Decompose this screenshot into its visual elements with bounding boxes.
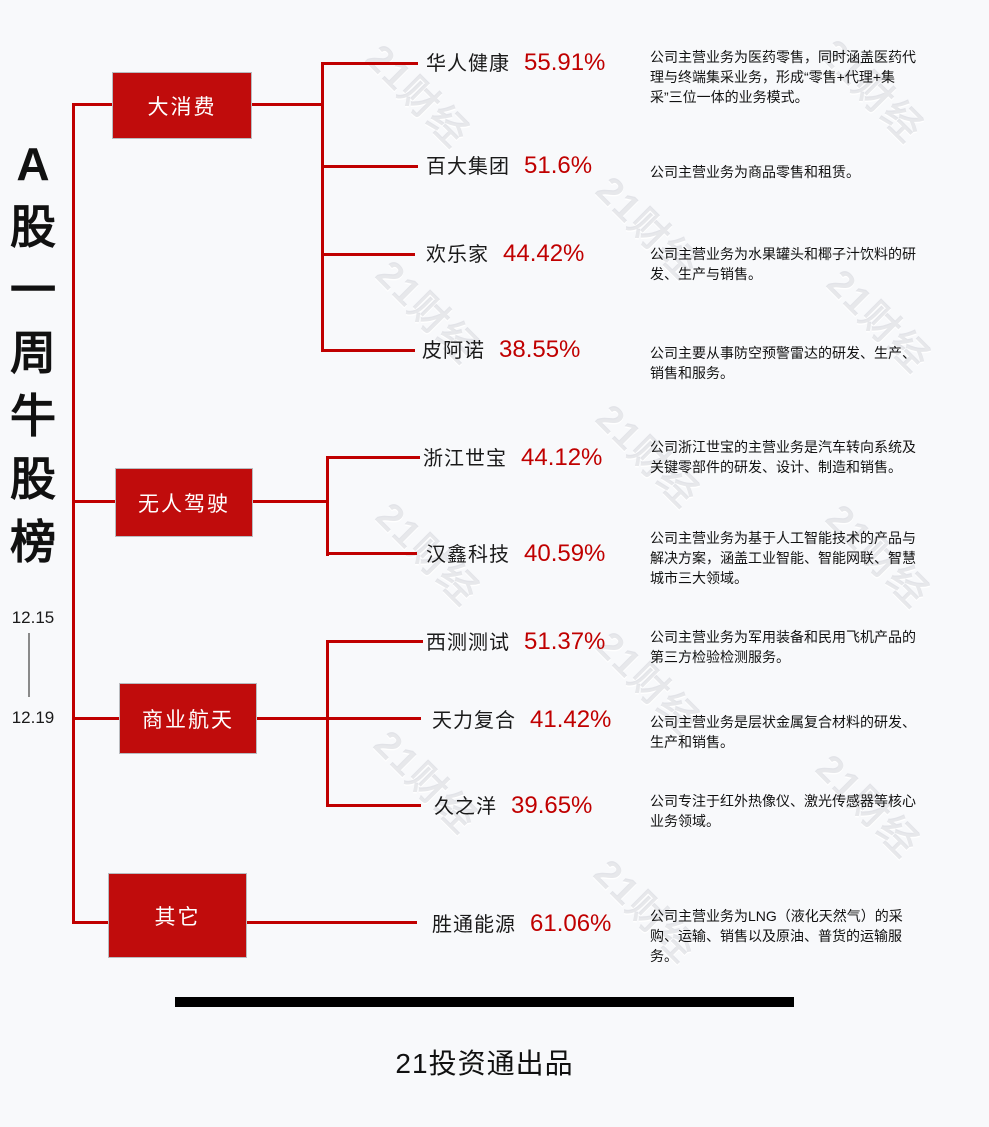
divider-bar [175,997,794,1007]
connector-line [326,456,420,459]
footer-credit: 21投资通出品 [395,1048,574,1079]
stock-name: 百大集团 [426,156,510,178]
stock-name: 汉鑫科技 [426,544,510,566]
title-char: 股 [10,201,56,253]
connector-line [326,640,423,643]
date-range-start: 12.15 [11,608,55,627]
stock-change: 55.91% [524,49,606,76]
connector-line [321,62,418,65]
stock-description: 公司主营业务为水果罐头和椰子汁饮料的研发、生产与销售。 [650,246,916,282]
stock-row: 胜通能源 61.06% [432,908,611,941]
category-label: 大消费 [147,95,217,119]
connector-branch [326,456,329,556]
title-char: 榜 [10,516,56,568]
stock-description: 公司主营业务为LNG（液化天然气）的采购、运输、销售以及原油、普货的运输服务。 [650,908,903,964]
category-box-commercial-aerospace: 商业航天 [119,683,257,754]
stock-row: 百大集团 51.6% [426,150,592,183]
stock-change: 44.12% [521,444,603,471]
stock-description: 公司主要从事防空预警雷达的研发、生产、销售和服务。 [650,345,916,381]
stock-name: 天力复合 [432,710,516,732]
stock-description: 公司主营业务为军用装备和民用飞机产品的第三方检验检测服务。 [650,629,916,665]
category-label: 其它 [154,905,201,929]
date-range-line [28,633,30,697]
connector-line [326,804,421,807]
connector-line [321,349,415,352]
connector-line [326,717,421,720]
stock-name: 西测测试 [426,632,510,654]
stock-row: 天力复合 41.42% [432,704,611,737]
connector-line [72,500,117,503]
stock-row: 汉鑫科技 40.59% [426,538,605,571]
stock-description: 公司专注于红外热像仪、激光传感器等核心业务领域。 [650,793,916,829]
connector-line [72,717,121,720]
connector-branch [326,640,329,807]
stock-change: 51.37% [524,628,606,655]
connector-line [256,717,329,720]
category-box-autonomous-driving: 无人驾驶 [115,468,253,537]
stock-name: 久之洋 [434,796,497,818]
stock-name: 华人健康 [426,53,510,75]
stock-row: 皮阿诺 38.55% [422,334,580,367]
stock-name: 胜通能源 [432,914,516,936]
connector-line [321,165,418,168]
category-box-other: 其它 [108,873,247,958]
date-range-end: 12.19 [11,708,55,727]
title-char: 周 [10,327,56,379]
title-char: A [16,138,50,190]
stock-row: 华人健康 55.91% [426,47,605,80]
stock-change: 41.42% [530,706,612,733]
connector-line [321,253,415,256]
category-box-consumer: 大消费 [112,72,252,139]
stock-name: 浙江世宝 [423,448,507,470]
connector-line [72,921,110,924]
title-char: 股 [10,453,56,505]
title-char: 一 [10,264,56,316]
connector-spine [72,103,75,924]
stock-row: 欢乐家 44.42% [426,238,584,271]
stock-name: 欢乐家 [426,244,489,266]
stock-change: 44.42% [503,240,585,267]
stock-change: 39.65% [511,792,593,819]
stock-name: 皮阿诺 [422,340,485,362]
stock-description: 公司主营业务为商品零售和租赁。 [650,164,860,180]
stock-change: 40.59% [524,540,606,567]
stock-description: 公司主营业务为基于人工智能技术的产品与解决方案，涵盖工业智能、智能网联、智慧城市… [650,530,916,586]
stock-description: 公司浙江世宝的主营业务是汽车转向系统及关键零部件的研发、设计、制造和销售。 [650,439,916,475]
stock-description: 公司主营业务是层状金属复合材料的研发、生产和销售。 [650,714,916,750]
connector-line [72,103,114,106]
category-label: 商业航天 [142,708,234,732]
category-label: 无人驾驶 [138,492,230,516]
connector-branch [321,62,324,352]
page-title: A 股 一 周 牛 股 榜 [4,133,62,574]
stock-row: 浙江世宝 44.12% [423,442,602,475]
stock-change: 61.06% [530,910,612,937]
connector-line [246,921,417,924]
stock-change: 51.6% [524,152,593,179]
stock-change: 38.55% [499,336,581,363]
stock-description: 公司主营业务为医药零售，同时涵盖医药代理与终端集采业务，形成“零售+代理+集采”… [650,49,916,105]
title-char: 牛 [10,390,56,442]
connector-line [251,103,324,106]
stock-row: 西测测试 51.37% [426,626,605,659]
stock-row: 久之洋 39.65% [434,790,592,823]
connector-line [326,552,417,555]
connector-line [252,500,329,503]
